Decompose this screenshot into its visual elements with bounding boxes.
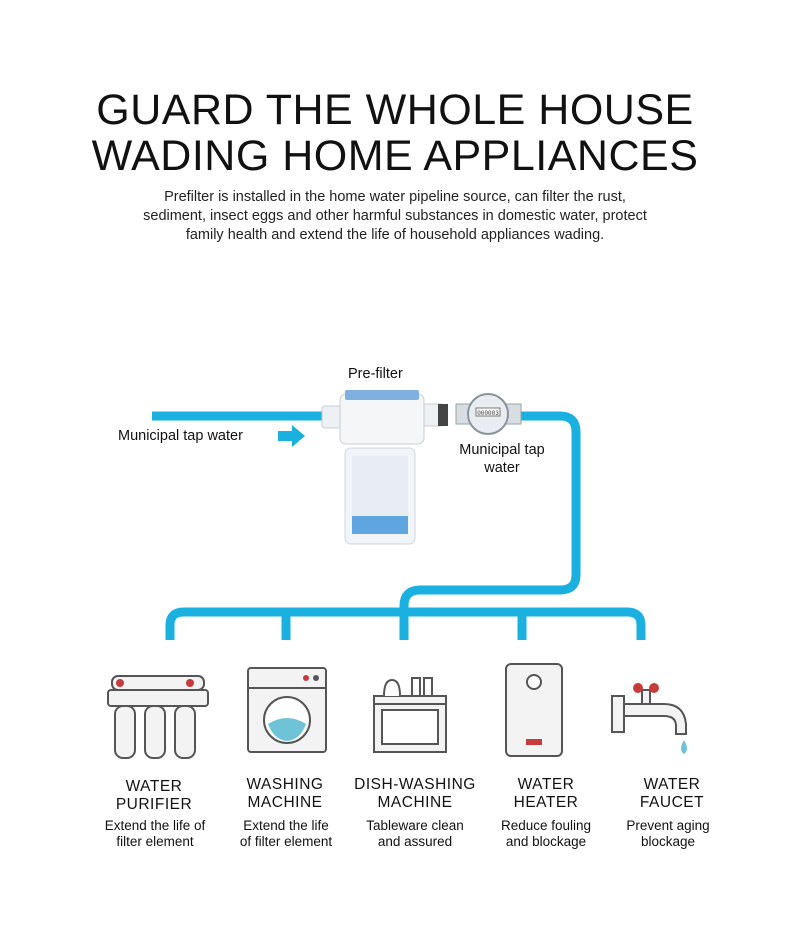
appliance-desc-line: and assured — [377, 834, 453, 849]
appliance-name-line: FAUCET — [639, 794, 705, 811]
appliance-desc-line: and blockage — [505, 834, 587, 849]
meter-label-line: Municipal tap — [459, 442, 545, 458]
appliance-name: WASHING MACHINE — [210, 776, 360, 812]
page-subtitle: Prefilter is installed in the home water… — [60, 188, 730, 245]
appliance-desc: Extend the life of filter element — [216, 818, 356, 850]
water-purifier-icon — [107, 675, 209, 759]
page-title-line2: WADING HOME APPLIANCES — [91, 132, 699, 180]
appliance-desc: Reduce fouling and blockage — [476, 818, 616, 850]
appliance-name-line: PURIFIER — [115, 796, 193, 813]
appliance-name-line: WATER — [125, 778, 183, 795]
input-water-label: Municipal tap water — [118, 428, 243, 444]
appliance-desc-line: Tableware clean — [366, 818, 464, 833]
appliance-name-line: WATER — [517, 776, 575, 793]
page-title-line1: GUARD THE WHOLE HOUSE — [96, 86, 694, 134]
washing-machine-icon — [247, 667, 327, 753]
distribution-pipe — [165, 607, 646, 640]
appliance-name: WATER HEATER — [471, 776, 621, 812]
appliance-name-line: WASHING — [246, 776, 324, 793]
appliance-desc-line: of filter element — [239, 834, 333, 849]
appliance-name-line: MACHINE — [377, 794, 453, 811]
appliance-desc-line: Prevent aging — [626, 818, 710, 833]
appliance-name-line: HEATER — [513, 794, 579, 811]
appliance-desc-line: Reduce fouling — [500, 818, 592, 833]
water-heater-icon — [505, 663, 563, 757]
appliance-name-line: WATER — [643, 776, 701, 793]
appliance-desc-line: Extend the life — [243, 818, 329, 833]
appliance-name-line: MACHINE — [247, 794, 323, 811]
water-meter-icon: 000003 — [455, 393, 522, 435]
appliance-desc-line: filter element — [116, 834, 194, 849]
arrow-right-icon — [278, 425, 305, 447]
subtitle-line: Prefilter is installed in the home water… — [164, 189, 626, 205]
meter-display: 000003 — [477, 410, 499, 417]
appliance-desc: Extend the life of filter element — [85, 818, 225, 850]
meter-label: Municipal tap water — [442, 441, 562, 477]
main-pipe — [399, 411, 581, 640]
water-faucet-icon — [611, 683, 687, 754]
meter-label-line: water — [484, 460, 520, 476]
appliance-name: WATER PURIFIER — [79, 778, 229, 814]
dishwasher-icon — [373, 677, 447, 753]
prefilter-label: Pre-filter — [348, 366, 403, 382]
appliance-desc-line: blockage — [640, 834, 696, 849]
appliance-desc-line: Extend the life of — [104, 818, 206, 833]
appliance-name-line: DISH-WASHING — [354, 776, 476, 793]
appliance-name: DISH-WASHING MACHINE — [340, 776, 490, 812]
subtitle-line: sediment, insect eggs and other harmful … — [143, 208, 647, 224]
appliance-desc: Prevent aging blockage — [598, 818, 738, 850]
subtitle-line: family health and extend the life of hou… — [185, 227, 605, 243]
appliance-desc: Tableware clean and assured — [345, 818, 485, 850]
prefilter-icon — [321, 390, 448, 545]
appliance-name: WATER FAUCET — [597, 776, 747, 812]
